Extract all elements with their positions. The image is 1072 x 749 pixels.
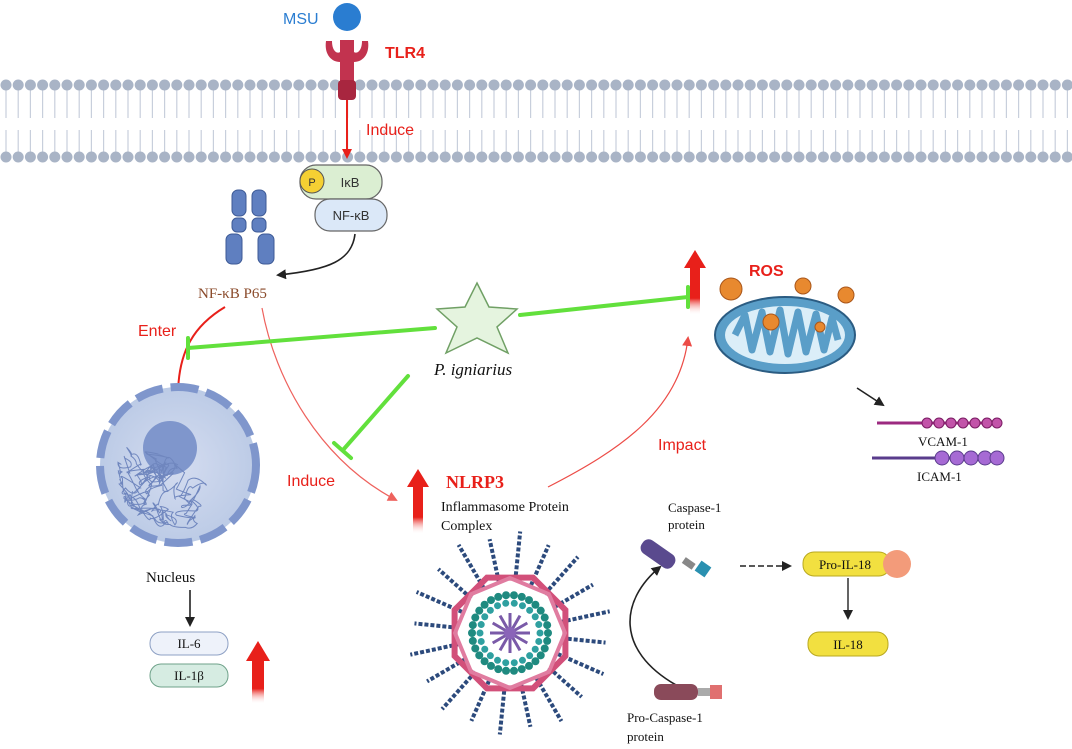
inflammasome-complex-icon: [409, 531, 611, 735]
nfkb-p65-dimer-icon: [225, 189, 275, 265]
cell-membrane: [0, 79, 1072, 163]
impact-label: Impact: [658, 437, 707, 454]
il18-molecule: IL-18: [807, 631, 889, 657]
enter-label: Enter: [138, 323, 177, 340]
nlrp3-label: NLRP3: [446, 472, 504, 492]
ros-molecules: [719, 277, 855, 333]
il6-label: IL-6: [177, 636, 201, 651]
nlrp3-up-arrow: [407, 469, 429, 534]
ros-to-adhesion-arrow: [856, 387, 885, 407]
mitochondrion-icon: [714, 296, 856, 374]
vcam1-label: VCAM-1: [918, 434, 968, 449]
induce-label-mid: Induce: [287, 473, 335, 490]
msu-crystal: MSU: [283, 3, 361, 31]
nucleus-icon: [96, 383, 260, 547]
vcam1-molecule: [877, 417, 1003, 429]
pro-caspase1-protein-icon: [654, 684, 722, 700]
tlr4-label: TLR4: [385, 45, 425, 62]
caspase-label-line1: Caspase-1: [668, 500, 721, 515]
pro-il18-label: Pro-IL-18: [819, 557, 871, 572]
pro-il18-molecule: Pro-IL-18: [802, 550, 911, 578]
inflammasome-label-line1: Inflammasome Protein: [441, 500, 569, 515]
p-igniarius-label: P. igniarius: [433, 360, 512, 379]
p-igniarius-star-icon: [435, 281, 519, 355]
procaspase-label-line2: protein: [627, 729, 664, 744]
induce-label-top: Induce: [366, 122, 414, 139]
induce-arrow-nlrp3: [261, 307, 398, 501]
msu-label: MSU: [283, 11, 319, 28]
release-arrow: [276, 233, 356, 280]
il6-molecule: IL-6: [149, 631, 229, 656]
nfkb-label: NF-κB: [333, 208, 370, 223]
icam1-label: ICAM-1: [917, 469, 962, 484]
tlr4-receptor-icon: TLR4: [325, 40, 425, 100]
caspase-label-line2: protein: [668, 517, 705, 532]
inhibition-lines: [186, 285, 690, 460]
nucleus-label: Nucleus: [146, 570, 195, 586]
ros-up-arrow: [684, 250, 706, 315]
ros-label: ROS: [749, 263, 784, 280]
procaspase-activation-arrow: [629, 565, 677, 686]
enter-arrow: [173, 306, 226, 398]
icam1-molecule: [872, 450, 1005, 466]
ikb-nfkb-complex: P IκB NF-κB: [299, 164, 388, 232]
cytokine-up-arrow: [246, 641, 270, 704]
il18-label: IL-18: [833, 637, 863, 652]
il1b-label: IL-1β: [174, 668, 204, 683]
phosphate-label: P: [308, 177, 315, 189]
impact-arrow: [547, 336, 693, 488]
procaspase-label-line1: Pro-Caspase-1: [627, 710, 703, 725]
il1b-molecule: IL-1β: [149, 663, 229, 688]
inflammasome-label-line2: Complex: [441, 519, 492, 534]
nfkb-p65-label: NF-κB P65: [198, 286, 267, 302]
ikb-label: IκB: [341, 175, 360, 190]
caspase1-protein-icon: [640, 539, 712, 578]
